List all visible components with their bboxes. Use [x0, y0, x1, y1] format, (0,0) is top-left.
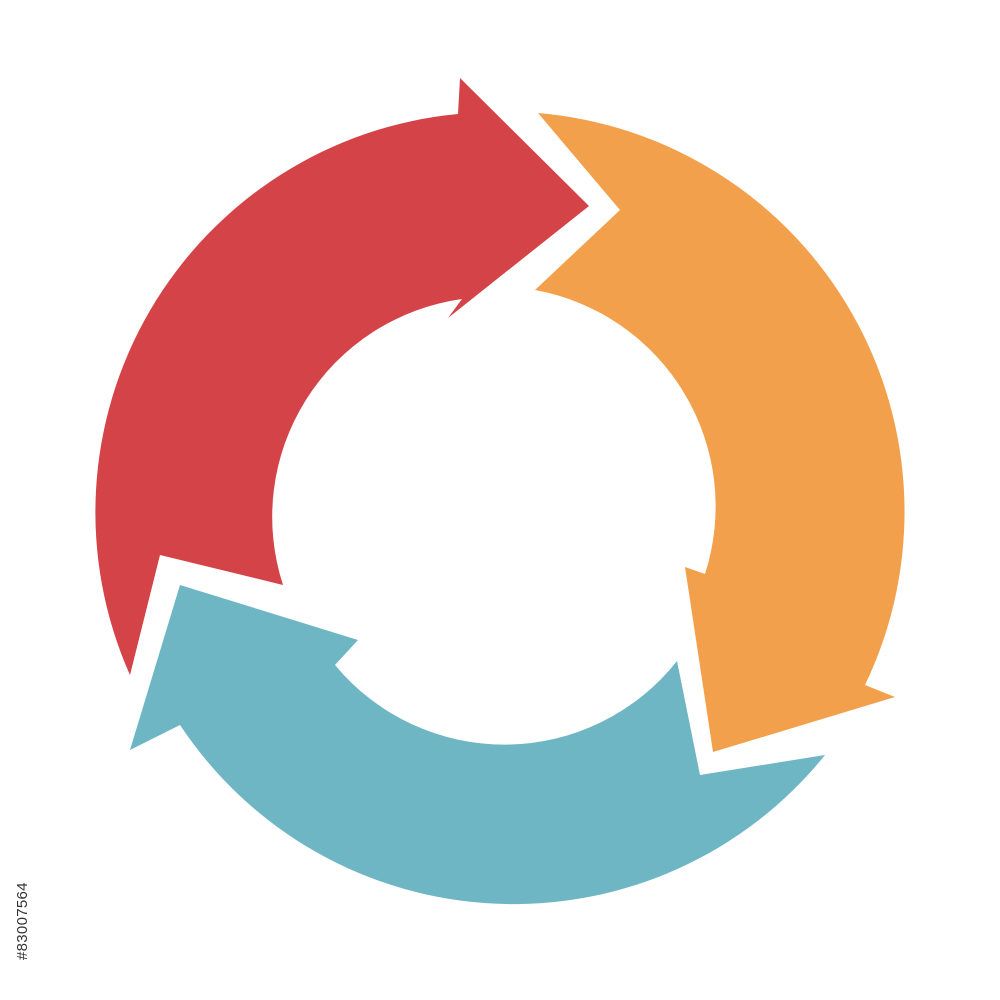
- red-cycle-arrow: [95, 78, 589, 675]
- stock-id-label: #83007564: [14, 882, 31, 960]
- teal-cycle-arrow: [130, 585, 825, 905]
- orange-cycle-arrow: [535, 113, 905, 752]
